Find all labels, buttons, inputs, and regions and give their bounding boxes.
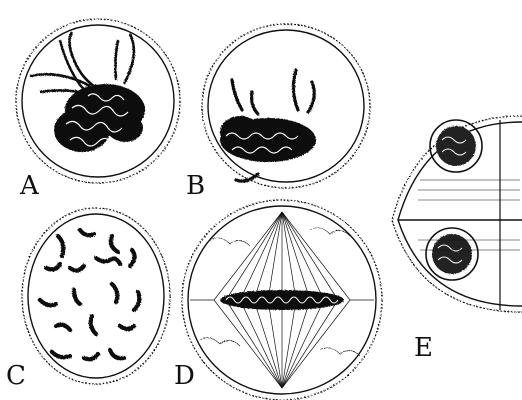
- cell-e-nucleus-bottom: [426, 228, 478, 280]
- cell-b-membrane-outer: [202, 24, 370, 188]
- cell-e: [392, 116, 522, 312]
- label-e: E: [414, 333, 433, 363]
- cell-c: [22, 208, 170, 384]
- cell-c-chromosomes: [40, 230, 139, 359]
- label-a: A: [19, 171, 40, 201]
- cell-d: [182, 200, 382, 400]
- cell-a-chromatin: [30, 32, 134, 94]
- label-c: C: [6, 361, 26, 391]
- cell-a-chromatin-mass: [54, 84, 145, 152]
- cell-e-spindle-remnants: [418, 180, 520, 250]
- label-b: B: [186, 171, 205, 201]
- cell-e-nucleus-top: [430, 120, 482, 172]
- cell-a: [16, 19, 180, 183]
- cell-b: [202, 24, 370, 188]
- label-d: D: [174, 361, 195, 391]
